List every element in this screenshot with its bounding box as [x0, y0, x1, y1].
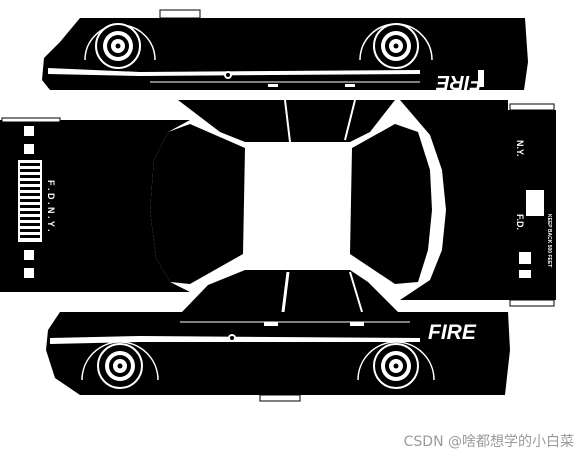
upper-side-stripe	[48, 68, 420, 76]
taillight-icon	[519, 252, 531, 264]
roof-panel	[246, 146, 350, 266]
taillight-icon	[519, 270, 531, 278]
upper-fire-lettering: FIRE	[436, 71, 482, 93]
headlight-icon	[24, 126, 34, 136]
headlight-icon	[24, 268, 34, 278]
headlight-icon	[24, 144, 34, 154]
rear-bumper-text: KEEP BACK 500 FEET	[546, 214, 552, 267]
lower-rear-wheel-icon	[373, 343, 419, 389]
upper-tab	[159, 9, 201, 19]
lower-fire-lettering: FIRE	[428, 321, 477, 344]
upper-front-wheel-icon	[373, 23, 419, 69]
upper-rear-wheel-icon	[95, 23, 141, 69]
rear-agency-left: F.D.	[515, 214, 525, 230]
lower-side-panel: FIRE	[46, 312, 510, 402]
front-agency-text: F . D . N . Y .	[46, 180, 56, 232]
front-grille	[18, 160, 42, 242]
windshield	[150, 124, 245, 284]
lower-side-windows	[182, 270, 398, 312]
rear-agency-right: N.Y.	[515, 140, 525, 157]
rear-window	[350, 124, 432, 284]
watermark: CSDN @啥都想学的小白菜	[403, 434, 574, 450]
trunk-panel	[400, 100, 508, 300]
lower-tab	[259, 394, 301, 402]
upper-side-panel: FIRE	[42, 9, 528, 93]
headlight-icon	[24, 250, 34, 260]
hood-panel	[62, 120, 190, 292]
lower-front-wheel-icon	[97, 343, 143, 389]
center-panel: F . D . N . Y . N.Y. F.D. KEEP BACK 500 …	[0, 99, 556, 313]
license-plate	[526, 190, 544, 216]
